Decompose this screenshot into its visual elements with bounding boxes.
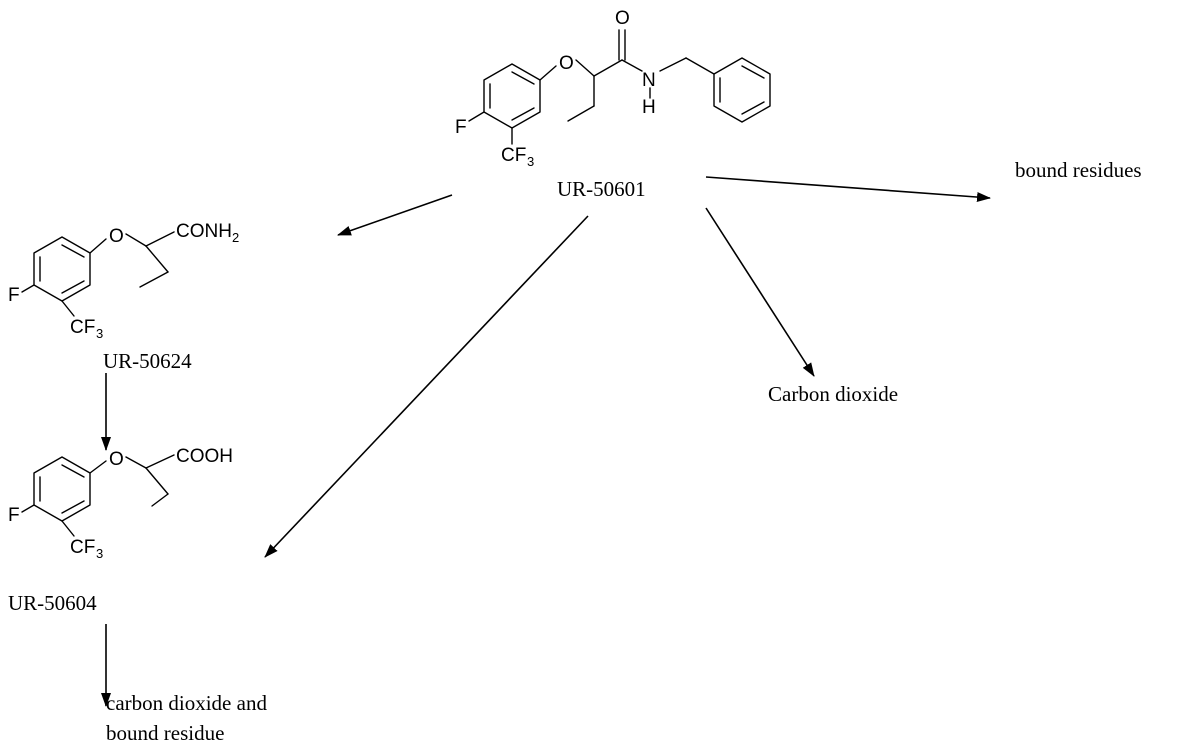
arrow-parent-to-bound-residues xyxy=(705,176,991,203)
amide-bond-o2 xyxy=(125,233,147,247)
acid-atom-fluorine: F xyxy=(8,505,20,526)
parent-atom-ether-o: O xyxy=(559,53,574,74)
parent-bond-f xyxy=(468,111,485,122)
parent-bond-o2 xyxy=(575,59,595,77)
parent-atom-cf3: CF xyxy=(501,145,526,166)
amide-cf3-subscript: 3 xyxy=(96,326,103,341)
arrow-parent-to-amide xyxy=(337,194,453,236)
acid-bond-o2 xyxy=(125,456,147,469)
acid-bond-cf3 xyxy=(61,520,75,537)
product-bound-residues: bound residues xyxy=(1015,158,1142,182)
amide-bond-f xyxy=(21,284,35,293)
acid-bond-group xyxy=(145,454,175,469)
amide-bond-ethyl1 xyxy=(145,245,169,273)
amide-atom-ether-o: O xyxy=(109,226,124,247)
acid-structure: O COOH F CF 3 UR-50604 xyxy=(8,446,233,615)
amide-bond-ethyl2 xyxy=(139,271,169,288)
parent-bond-ethyl2 xyxy=(567,105,595,122)
parent-compound-label: UR-50601 xyxy=(557,177,646,201)
parent-benzyl-ring xyxy=(713,57,771,123)
acid-bond-ethyl1 xyxy=(145,467,169,495)
amide-bond-o1 xyxy=(89,238,107,254)
amide-group-subscript: 2 xyxy=(232,230,239,245)
amide-compound-label: UR-50624 xyxy=(103,349,192,373)
acid-atom-cf3: CF xyxy=(70,537,95,558)
parent-atom-fluorine: F xyxy=(455,117,467,138)
parent-bond-carbonyl xyxy=(593,59,623,77)
amide-atom-fluorine: F xyxy=(8,285,20,306)
product-final-line2: bound residue xyxy=(106,721,224,745)
parent-bond-o1 xyxy=(539,65,557,81)
acid-atom-group: COOH xyxy=(176,446,233,467)
parent-structure: O O N H F CF 3 UR-50601 xyxy=(455,8,771,201)
parent-benzene-ring xyxy=(483,63,541,129)
acid-compound-label: UR-50604 xyxy=(8,591,97,615)
amide-bond-group xyxy=(145,231,175,247)
parent-atom-amide-n: N xyxy=(642,70,656,91)
product-carbon-dioxide: Carbon dioxide xyxy=(768,382,898,406)
parent-atom-amide-h: H xyxy=(642,97,656,118)
acid-atom-ether-o: O xyxy=(109,449,124,470)
arrow-parent-to-acid xyxy=(264,215,589,558)
arrow-parent-to-carbon-dioxide xyxy=(705,207,815,377)
parent-bond-n2 xyxy=(659,57,687,72)
acid-bond-f xyxy=(21,504,35,513)
amide-atom-cf3: CF xyxy=(70,317,95,338)
acid-cf3-subscript: 3 xyxy=(96,546,103,561)
amide-structure: O CONH 2 F CF 3 UR-50624 xyxy=(8,221,239,373)
parent-bond-n1 xyxy=(621,59,643,72)
acid-benzene-ring xyxy=(33,456,91,522)
parent-atom-carbonyl-o: O xyxy=(615,8,630,29)
amide-benzene-ring xyxy=(33,236,91,302)
acid-bond-o1 xyxy=(89,460,107,474)
parent-cf3-subscript: 3 xyxy=(527,154,534,169)
product-final-line1: carbon dioxide and xyxy=(106,691,267,715)
acid-bond-ethyl2 xyxy=(151,493,169,507)
parent-bond-ch2 xyxy=(685,57,715,75)
amide-bond-cf3 xyxy=(61,300,75,317)
amide-atom-group: CONH xyxy=(176,221,232,242)
